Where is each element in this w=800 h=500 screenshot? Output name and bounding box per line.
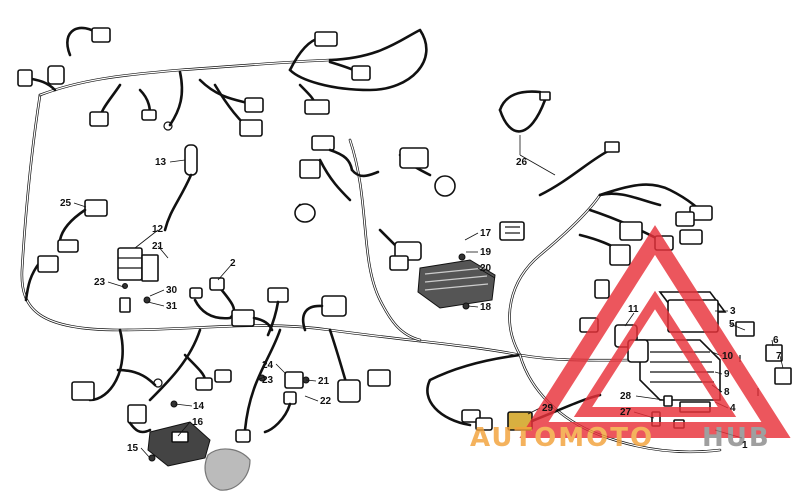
callout-24: 24 xyxy=(262,360,274,371)
part-16-ecu xyxy=(147,400,211,467)
callout-28: 28 xyxy=(620,391,632,402)
callout-4: 4 xyxy=(730,403,736,414)
center-top-connectors xyxy=(294,135,456,271)
callout-12: 12 xyxy=(152,224,164,235)
callout-17: 17 xyxy=(480,228,492,239)
callout-7: 7 xyxy=(776,351,782,362)
watermark-text-automoto: AUTOMOTO xyxy=(470,423,654,453)
part-17-connector xyxy=(499,221,525,241)
callout-15: 15 xyxy=(127,443,139,454)
callout-27: 27 xyxy=(620,407,632,418)
callout-23-left: 23 xyxy=(94,277,106,288)
callout-labels: 1 2 3 4 5 6 7 8 9 10 11 12 13 14 15 16 1… xyxy=(60,157,782,454)
callout-23-center: 23 xyxy=(262,375,274,386)
callout-10: 10 xyxy=(722,351,734,362)
callout-3: 3 xyxy=(730,306,736,317)
bottom-left-connectors xyxy=(71,353,232,434)
main-harness xyxy=(20,28,722,454)
callout-29: 29 xyxy=(542,403,554,414)
callout-31: 31 xyxy=(166,301,178,312)
callout-21-top: 21 xyxy=(152,241,164,252)
callout-14: 14 xyxy=(193,401,205,412)
watermark: AUTOMOTO HUB xyxy=(470,225,791,453)
callout-22: 22 xyxy=(320,396,332,407)
part-26-cable-ties xyxy=(498,90,620,197)
part-2-ground-wire xyxy=(189,277,236,320)
callout-13: 13 xyxy=(155,157,167,168)
callout-21-bottom: 21 xyxy=(318,376,330,387)
callout-20: 20 xyxy=(480,263,492,274)
callout-16: 16 xyxy=(192,417,204,428)
callout-1: 1 xyxy=(742,440,748,451)
bottom-right-wire xyxy=(461,409,493,431)
callout-11: 11 xyxy=(628,304,639,315)
parts-22-23-24 xyxy=(258,369,391,434)
part-20-voltage-regulator xyxy=(417,253,496,310)
bottom-gear xyxy=(204,429,251,491)
part-25-connector xyxy=(24,199,108,302)
callout-6: 6 xyxy=(773,335,779,346)
callout-5: 5 xyxy=(729,319,735,330)
callout-19: 19 xyxy=(480,247,492,258)
callout-2: 2 xyxy=(230,258,236,269)
callout-9: 9 xyxy=(724,369,730,380)
relays xyxy=(735,321,792,396)
callout-8: 8 xyxy=(724,387,730,398)
center-connectors xyxy=(231,287,347,337)
top-branches xyxy=(17,26,371,137)
part-13-spark-cap xyxy=(163,144,198,232)
callout-18: 18 xyxy=(480,302,492,313)
callout-26: 26 xyxy=(516,157,528,168)
callout-25: 25 xyxy=(60,198,72,209)
watermark-text-hub: HUB xyxy=(702,423,771,453)
part-12-ignition-coil xyxy=(117,247,159,313)
callout-30: 30 xyxy=(166,285,178,296)
